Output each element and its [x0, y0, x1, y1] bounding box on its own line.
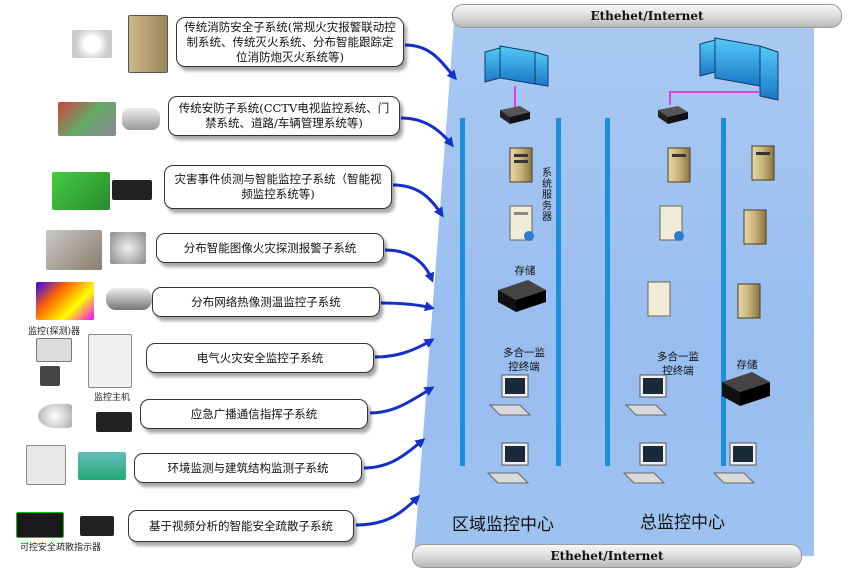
subsystem-box-image-fire: 分布智能图像火灾探测报警子系统	[156, 233, 384, 263]
arrow-1	[404, 43, 457, 81]
video-analyzer-icon	[112, 180, 152, 200]
thermal-camera-icon	[106, 288, 152, 310]
subsystem-label: 分布网络热像测温监控子系统	[191, 294, 341, 309]
smoke-detector-icon	[72, 30, 112, 58]
server-main-6-icon	[737, 283, 761, 319]
network-bar-bottom: Ethehet/Internet	[412, 544, 802, 568]
subsystem-box-disaster-detection: 灾害事件侦测与智能监控子系统（智能视频监控系统等)	[164, 165, 392, 209]
structure-sensor-icon	[78, 452, 126, 480]
terminal-main-3-icon	[712, 442, 757, 484]
arrow-4	[384, 248, 435, 283]
arrow-2	[400, 116, 454, 148]
switch-main-icon	[658, 106, 688, 124]
arrow-5	[380, 301, 435, 312]
fire-panel-icon	[128, 15, 168, 73]
network-label-top: Ethehet/Internet	[590, 9, 704, 23]
video-wall-regional-icon	[484, 45, 549, 108]
subsystem-label: 环境监测与建筑结构监测子系统	[167, 460, 329, 475]
server-label: 系统服务器	[542, 168, 552, 223]
subsystem-label: 电气火灾安全监控子系统	[196, 350, 324, 365]
terminal-main-2-icon	[622, 442, 667, 484]
arrow-8	[363, 438, 426, 470]
backbone-main-left	[605, 118, 610, 466]
subsystem-box-security: 传统安防子系统(CCTV电视监控系统、门禁系统、道路/车辆管理系统等)	[168, 96, 400, 136]
warehouse-photo-icon	[46, 230, 102, 270]
terminal-main-1-icon	[624, 374, 668, 416]
subsystem-box-environment: 环境监测与建筑结构监测子系统	[134, 453, 362, 483]
arrow-3	[392, 183, 444, 218]
parking-lot-photo-icon	[58, 102, 116, 136]
subsystem-label: 传统安防子系统(CCTV电视监控系统、门禁系统、道路/车辆管理系统等)	[178, 101, 390, 130]
evac-indicator-caption: 可控安全疏散指示器	[20, 543, 102, 553]
subsystem-box-broadcast: 应急广播通信指挥子系统	[140, 399, 368, 429]
arrow-9	[355, 494, 421, 527]
monitoring-scene-icon	[52, 172, 110, 210]
speaker-icon	[38, 404, 72, 428]
subsystem-arrows	[355, 43, 457, 527]
subsystem-label: 应急广播通信指挥子系统	[190, 406, 318, 421]
server-main-5-icon	[647, 281, 671, 317]
storage-regional-icon	[498, 280, 546, 312]
server-regional-1-icon	[509, 147, 533, 183]
fire-image-detector-icon	[110, 232, 146, 264]
server-main-4-icon	[743, 209, 767, 245]
network-label-bottom: Ethehet/Internet	[550, 549, 664, 563]
current-transformer-icon	[40, 366, 60, 386]
monitor-host-icon	[88, 334, 132, 388]
video-wall-main-icon	[669, 37, 779, 105]
electrical-sensor-icon	[36, 338, 72, 362]
subsystem-label: 分布智能图像火灾探测报警子系统	[183, 240, 357, 255]
backbone-main-right	[721, 118, 726, 466]
switch-regional-icon	[500, 106, 530, 124]
subsystem-label: 传统消防安全子系统(常规火灾报警联动控制系统、传统灭火系统、分布智能跟踪定位消防…	[184, 19, 396, 64]
server-main-3-icon	[659, 205, 684, 241]
subsystem-label: 基于视频分析的智能安全疏散子系统	[149, 518, 333, 533]
subsystem-box-thermal: 分布网络热像测温监控子系统	[152, 287, 380, 317]
thermal-detector-caption: 监控(探测)器	[28, 327, 81, 337]
backbone-regional-right	[556, 118, 561, 466]
subsystem-box-fire: 传统消防安全子系统(常规火灾报警联动控制系统、传统灭火系统、分布智能跟踪定位消防…	[176, 17, 404, 67]
regional-center-title: 区域监控中心	[452, 515, 554, 535]
arrow-6	[374, 338, 435, 359]
terminal-regional-1-icon	[488, 374, 532, 416]
evac-controller-icon	[80, 516, 114, 536]
server-main-1-icon	[667, 147, 691, 183]
regional-terminal-label: 多合一监控终端	[503, 347, 545, 373]
subsystem-box-electrical: 电气火灾安全监控子系统	[146, 343, 374, 373]
main-storage-label: 存储	[736, 359, 758, 371]
broadcast-controller-icon	[96, 412, 132, 432]
evacuation-sign-icon	[16, 512, 64, 538]
thermal-image-icon	[36, 282, 94, 320]
subsystem-box-evacuation: 基于视频分析的智能安全疏散子系统	[128, 510, 354, 542]
terminal-regional-2-icon	[486, 442, 530, 484]
regional-storage-label: 存储	[514, 265, 536, 277]
main-center-title: 总监控中心	[640, 513, 725, 533]
arrow-7	[369, 386, 435, 415]
server-regional-2-icon	[509, 205, 534, 241]
monitor-host-caption: 监控主机	[94, 393, 131, 403]
backbone-regional-left	[460, 118, 465, 466]
network-bar-top: Ethehet/Internet	[452, 4, 842, 28]
subsystem-label: 灾害事件侦测与智能监控子系统（智能视频监控系统等)	[174, 172, 382, 201]
environment-panel-icon	[26, 445, 66, 485]
cctv-camera-icon	[122, 108, 160, 130]
storage-main-icon	[722, 372, 770, 406]
main-terminal-label: 多合一监控终端	[657, 351, 699, 377]
server-main-2-icon	[751, 145, 775, 181]
